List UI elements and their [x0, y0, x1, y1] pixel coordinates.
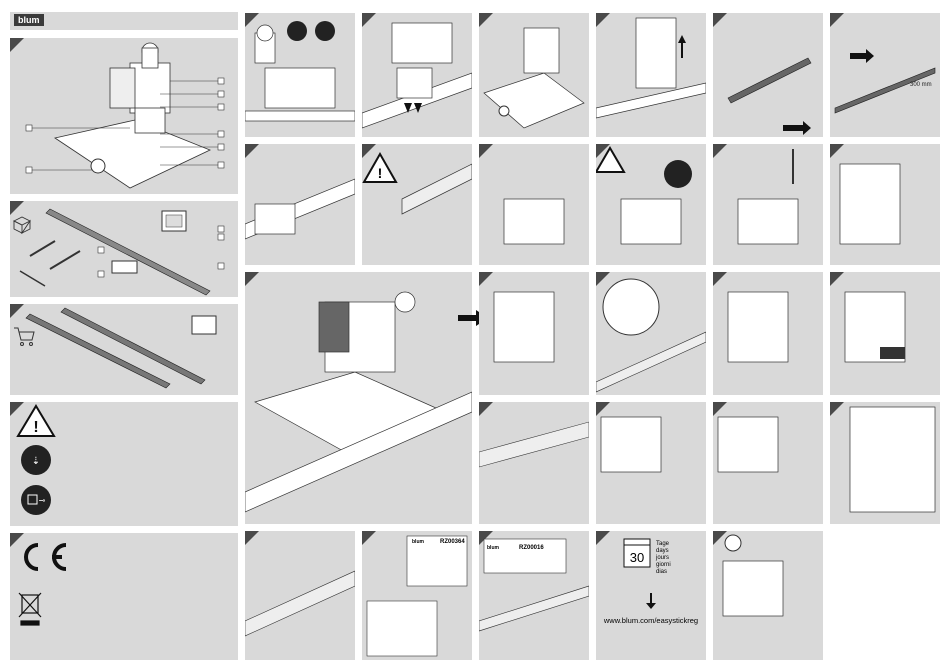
- step-panel-5: [713, 13, 823, 137]
- svg-text:blum: blum: [412, 539, 424, 545]
- svg-text:giorni: giorni: [656, 562, 671, 568]
- safety-drawing: ! ⇣ ⊸: [10, 402, 238, 526]
- shopping-cart-icon: [14, 328, 34, 346]
- step-panel-7: [245, 144, 355, 265]
- panel-overview: [10, 38, 238, 194]
- panel-compliance: [10, 533, 238, 660]
- svg-text:⊸: ⊸: [39, 496, 46, 505]
- contents-drawing: [10, 201, 238, 297]
- warning-icon: !: [18, 406, 54, 436]
- step-panel-23: blum RZ00016: [479, 531, 589, 660]
- label-code-2: RZ00016: [519, 545, 544, 551]
- step-panel-3: [479, 13, 589, 137]
- svg-text:⇣: ⇣: [32, 456, 40, 467]
- step-panel-9: [479, 144, 589, 265]
- step-panel-2: [362, 13, 472, 137]
- step-panel-22: RZ00364 blum: [362, 531, 472, 660]
- step-panel-19: [713, 402, 823, 524]
- step-panel-10: [596, 144, 706, 265]
- weee-bin-icon: [19, 593, 41, 625]
- svg-text:days: days: [656, 548, 669, 554]
- panel-accessories: [10, 304, 238, 395]
- step-panel-4: [596, 13, 706, 137]
- arrow-down-icon: [646, 593, 656, 609]
- step-panel-15: [713, 272, 823, 395]
- step-panel-16: [830, 272, 940, 395]
- calendar-step: 30 Tage days jours giorni dias www.blum.…: [596, 531, 706, 660]
- step-panel-1: [245, 13, 355, 137]
- ce-mark-icon: [26, 545, 66, 569]
- step-panel-8: !: [362, 144, 472, 265]
- label-code-1: RZ00364: [440, 539, 465, 545]
- step-panel-11: [713, 144, 823, 265]
- disconnect-power-icon: ⇣: [21, 445, 51, 475]
- panel-contents: [10, 201, 238, 297]
- step-panel-21: [245, 531, 355, 660]
- step-panel-12: [830, 144, 940, 265]
- unplug-icon: ⊸: [21, 485, 51, 515]
- step-panel-14: [596, 272, 706, 395]
- step-panel-6: 300 mm: [830, 13, 940, 137]
- registration-url[interactable]: www.blum.com/easystickreg: [603, 616, 698, 625]
- svg-text:Tage: Tage: [656, 541, 670, 547]
- svg-text:blum: blum: [487, 545, 499, 551]
- brand-logo: blum: [14, 14, 44, 26]
- step-panel-18: [596, 402, 706, 524]
- step-panel-large: [245, 272, 472, 524]
- svg-text:jours: jours: [655, 555, 669, 561]
- brand-bar: blum: [10, 12, 238, 30]
- svg-text:!: !: [33, 419, 38, 436]
- svg-text:dias: dias: [656, 569, 667, 575]
- step-panel-20: [830, 402, 940, 524]
- overview-drawing: [10, 38, 238, 194]
- arrow-right-icon: [783, 121, 811, 135]
- dim-text: 300 mm: [910, 82, 932, 88]
- step-panel-17: [479, 402, 589, 524]
- accessories-drawing: [10, 304, 238, 395]
- step-panel-24: 30 Tage days jours giorni dias www.blum.…: [596, 531, 706, 660]
- panel-safety: ! ⇣ ⊸: [10, 402, 238, 526]
- step-panel-13: [479, 272, 589, 395]
- svg-text:!: !: [378, 165, 383, 181]
- compliance-drawing: [10, 533, 238, 660]
- days-number: 30: [630, 550, 644, 565]
- step-panel-25: [713, 531, 823, 660]
- box-contents-icon: [14, 217, 30, 233]
